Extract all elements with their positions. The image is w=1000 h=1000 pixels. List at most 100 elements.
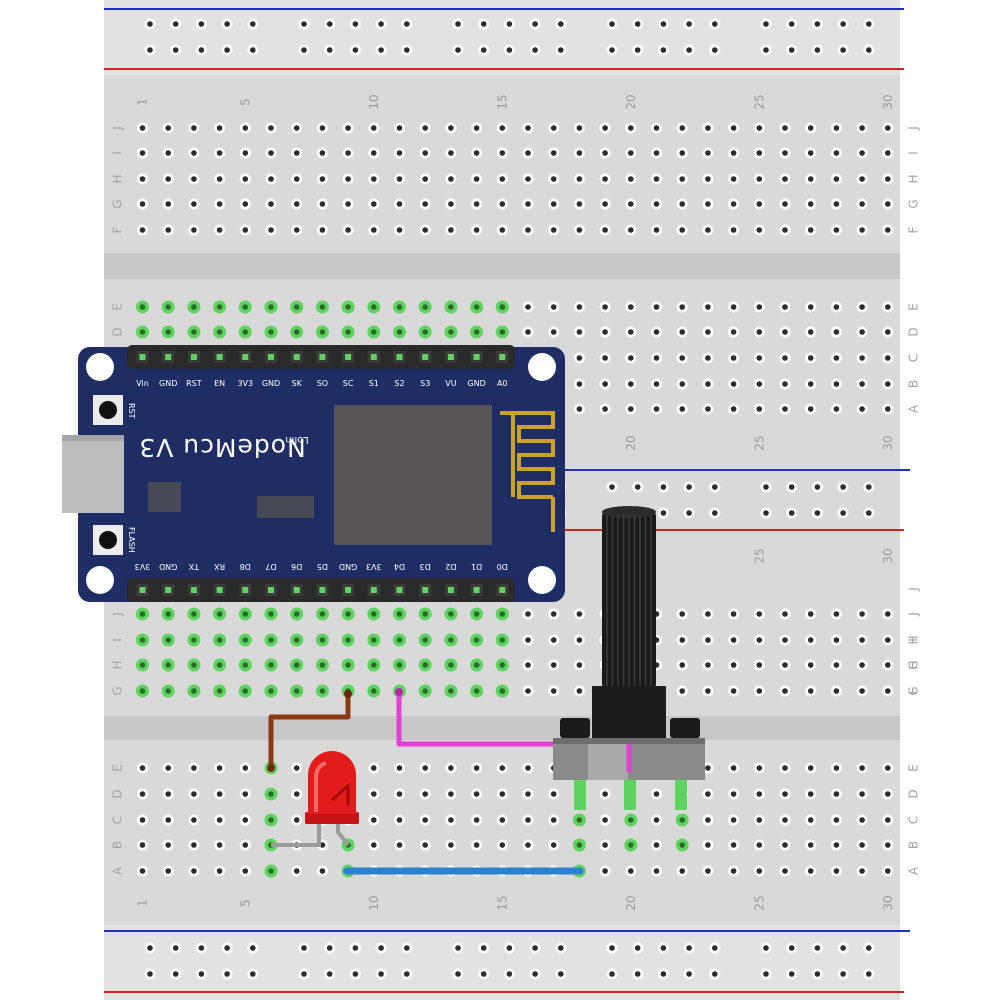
hole [782,150,788,156]
pot-base-top [553,738,705,744]
hole [242,688,249,694]
hole [268,637,274,643]
hole [782,662,788,668]
hole [859,637,865,643]
hole [885,662,891,668]
hole [396,201,403,207]
pin-label-top: RST [186,379,202,388]
rail-hole-center [866,945,872,951]
rail-hole-center [301,21,307,27]
rail-area-top [104,0,900,75]
hole [371,842,377,848]
rail-area-bottom [104,925,900,1000]
pin-label-bottom: RX [214,562,226,571]
row-letter: A [907,866,921,875]
hole [885,611,891,617]
hole [782,637,788,643]
hole [628,381,634,387]
hole [602,304,608,310]
row-letter: H [907,174,921,183]
hole [448,817,454,823]
hole [576,329,583,335]
hole [319,304,326,310]
hole [165,150,171,156]
rail-hole-center [712,21,718,27]
hole [576,227,583,233]
hole [859,227,865,233]
hole [525,329,531,335]
flash-button[interactable] [99,531,117,549]
hole [653,227,660,233]
column-number: 15 [495,94,509,109]
hole [550,791,557,797]
row-letter: G [907,686,921,695]
potentiometer[interactable] [553,506,705,810]
row-letter: I [111,151,125,155]
hole [165,304,171,310]
hole [756,201,763,207]
hole [782,201,788,207]
hole [216,637,223,643]
hole [885,842,891,848]
hole [371,201,377,207]
hole [807,355,814,361]
hole [473,176,480,182]
hole [807,662,814,668]
hole [242,662,249,668]
hole [705,842,711,848]
hole [216,201,223,207]
rail-hole-center [634,47,641,53]
hole [499,201,506,207]
hole [396,125,403,131]
hole [679,329,685,335]
hole [293,688,300,694]
board-title: NodeMcu V3 [138,433,305,462]
hole [730,329,737,335]
led-shine [314,761,327,812]
rail-hole-center [506,21,513,27]
hole [730,201,737,207]
rst-button[interactable] [99,401,117,419]
hole [422,791,429,797]
hole [422,227,429,233]
rail-hole-center [840,21,846,27]
rail-hole-center [532,945,538,951]
hole [885,406,891,412]
hole [499,125,506,131]
hole [448,201,454,207]
row-letter: D [111,327,125,336]
pin-label-top: A0 [497,379,508,388]
hole [602,329,608,335]
pin-label-bottom: D2 [445,562,456,571]
hole [422,201,429,207]
hole [576,125,583,131]
hole [730,688,737,694]
hole [550,688,557,694]
jumper-wire-brown[interactable] [268,694,351,768]
hole [139,227,146,233]
hole [216,227,223,233]
hole [885,868,891,874]
hole [679,355,685,361]
led-red[interactable] [271,751,359,847]
hole [756,304,763,310]
hole [550,304,557,310]
hole [191,150,197,156]
hole [191,688,197,694]
nodemcu-pins [136,351,509,596]
hole [139,176,146,182]
hole [473,817,480,823]
hole [268,688,274,694]
hole [550,150,557,156]
hole [756,817,763,823]
hole [628,868,634,874]
hole [319,176,326,182]
hole [525,201,531,207]
hole [833,406,840,412]
hole [833,381,840,387]
hole [807,176,814,182]
hole [885,791,891,797]
row-letter: C [111,816,125,824]
